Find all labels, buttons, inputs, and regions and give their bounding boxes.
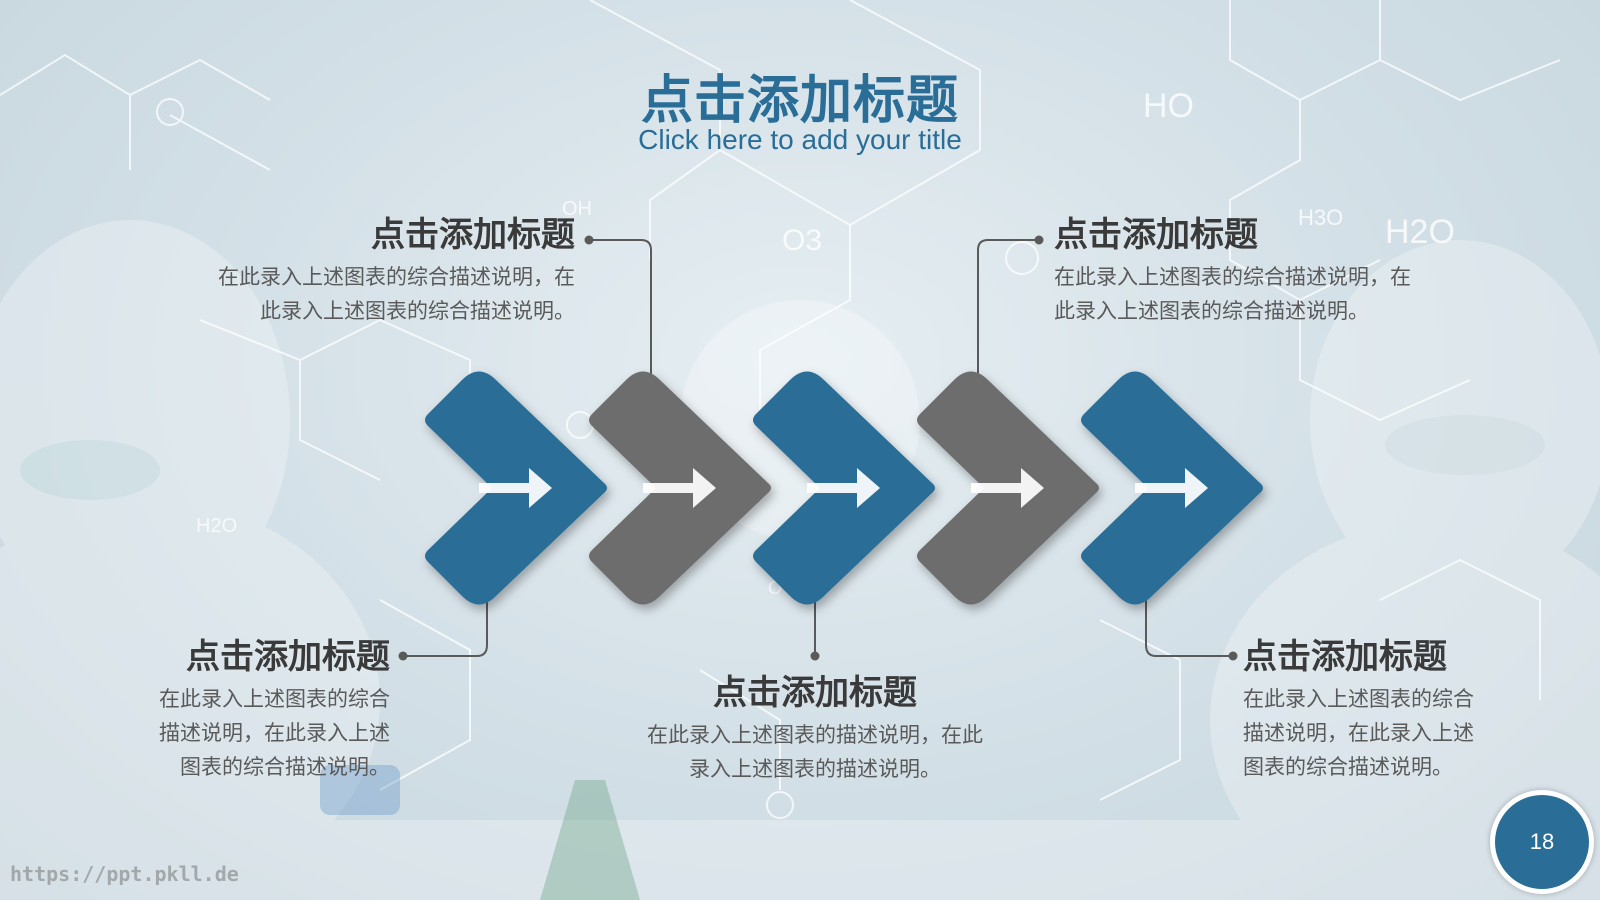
step-description[interactable]: 在此录入上述图表的综合描述说明，在 此录入上述图表的综合描述说明。 [1054,260,1494,328]
chevron-step-5[interactable] [1081,371,1263,605]
background-label-h3o: H3O [1298,205,1343,230]
chevron-step-2[interactable] [589,371,771,605]
description-line: 描述说明，在此录入上述 [159,721,390,745]
description-line: 此录入上述图表的综合描述说明。 [260,299,575,323]
arrow-right-icon [1135,468,1208,508]
description-line: 图表的综合描述说明。 [1243,755,1453,779]
step-description[interactable]: 在此录入上述图表的描述说明，在此 录入上述图表的描述说明。 [615,718,1015,786]
description-line: 录入上述图表的描述说明。 [689,757,941,781]
description-line: 在此录入上述图表的综合描述说明，在 [218,265,575,289]
step-heading[interactable]: 点击添加标题 [1054,215,1258,255]
step-heading[interactable]: 点击添加标题 [713,673,917,713]
step-heading[interactable]: 点击添加标题 [371,215,575,255]
step-heading[interactable]: 点击添加标题 [1243,637,1447,677]
slide-subtitle[interactable]: Click here to add your title [638,124,962,155]
chevron-step-1[interactable] [425,371,607,605]
page-number-badge: 18 [1490,790,1594,894]
step-block-bottom-left: 点击添加标题 在此录入上述图表的综合 描述说明，在此录入上述 图表的综合描述说明… [110,636,390,784]
background-label-h2o: H2O [1385,213,1455,251]
step-block-bottom-center: 点击添加标题 在此录入上述图表的描述说明，在此 录入上述图表的描述说明。 [615,672,1015,786]
step-description[interactable]: 在此录入上述图表的综合 描述说明，在此录入上述 图表的综合描述说明。 [1243,682,1533,784]
background-label-ho: HO [1143,87,1194,125]
background-label-o3: O3 [782,224,822,257]
description-line: 在此录入上述图表的综合 [159,687,390,711]
description-line: 此录入上述图表的综合描述说明。 [1054,299,1369,323]
background-label-oh: OH [562,198,592,220]
description-line: 图表的综合描述说明。 [180,755,390,779]
description-line: 在此录入上述图表的综合 [1243,687,1474,711]
watermark-url: https://ppt.pkll.de [10,862,239,886]
step-description[interactable]: 在此录入上述图表的综合 描述说明，在此录入上述 图表的综合描述说明。 [110,682,390,784]
chevron-step-4[interactable] [917,371,1099,605]
arrow-right-icon [807,468,880,508]
chevron-step-3[interactable] [753,371,935,605]
slide-title[interactable]: 点击添加标题 [640,71,959,131]
step-heading[interactable]: 点击添加标题 [186,637,390,677]
step-description[interactable]: 在此录入上述图表的综合描述说明，在 此录入上述图表的综合描述说明。 [150,260,575,328]
arrow-right-icon [971,468,1044,508]
arrow-right-icon [643,468,716,508]
step-block-bottom-right: 点击添加标题 在此录入上述图表的综合 描述说明，在此录入上述 图表的综合描述说明… [1243,636,1533,784]
description-line: 在此录入上述图表的综合描述说明，在 [1054,265,1411,289]
description-line: 在此录入上述图表的描述说明，在此 [647,723,983,747]
description-line: 描述说明，在此录入上述 [1243,721,1474,745]
background-label-h2o-small: H2O [196,515,237,537]
arrow-right-icon [479,468,552,508]
step-block-top-left: 点击添加标题 在此录入上述图表的综合描述说明，在 此录入上述图表的综合描述说明。 [150,214,575,328]
step-block-top-right: 点击添加标题 在此录入上述图表的综合描述说明，在 此录入上述图表的综合描述说明。 [1054,214,1494,328]
